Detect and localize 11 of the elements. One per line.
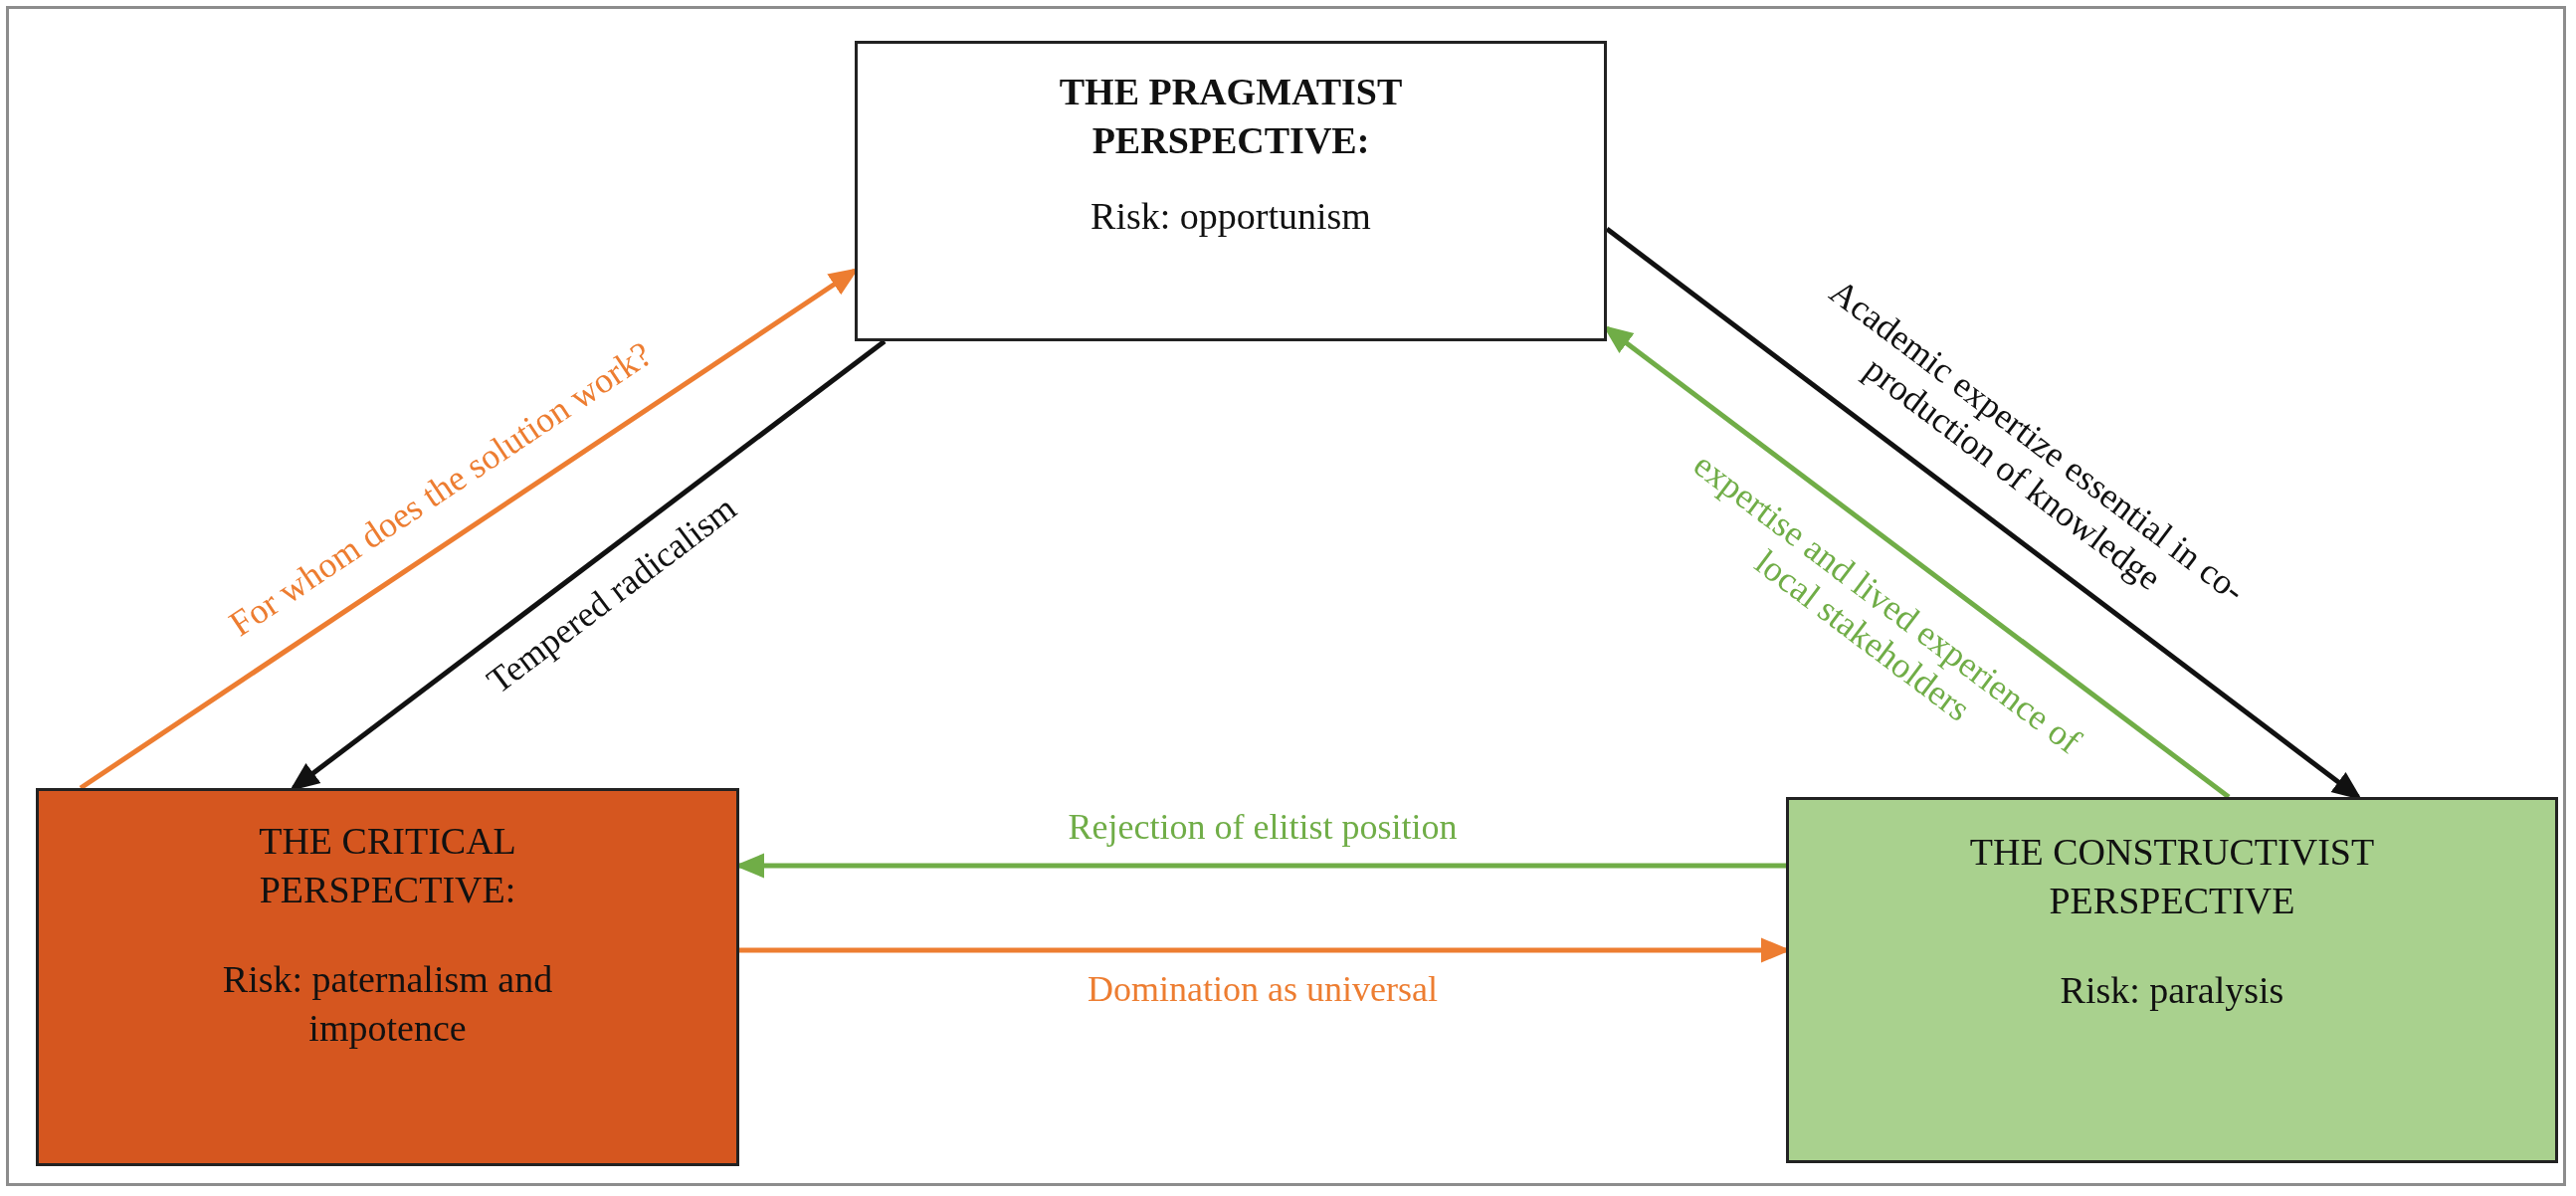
risk-text: Risk: opportunism: [1090, 193, 1371, 239]
risk-text: Risk: paralysis: [2060, 967, 2284, 1013]
perspective-box: [855, 41, 1607, 341]
box-heading: THE CRITICAL PERSPECTIVE:: [258, 819, 517, 913]
edge-label: Domination as universal: [1087, 969, 1439, 1011]
box-heading: THE PRAGMATIST PERSPECTIVE:: [1058, 70, 1404, 164]
edge-label: Rejection of elitist position: [1067, 807, 1459, 849]
box-heading: THE CONSTRUCTIVIST PERSPECTIVE: [1968, 830, 2376, 924]
risk-text: Risk: paternalism and impotence: [221, 956, 554, 1052]
perspective-box: [1786, 797, 2558, 1163]
perspective-box: [36, 788, 739, 1166]
